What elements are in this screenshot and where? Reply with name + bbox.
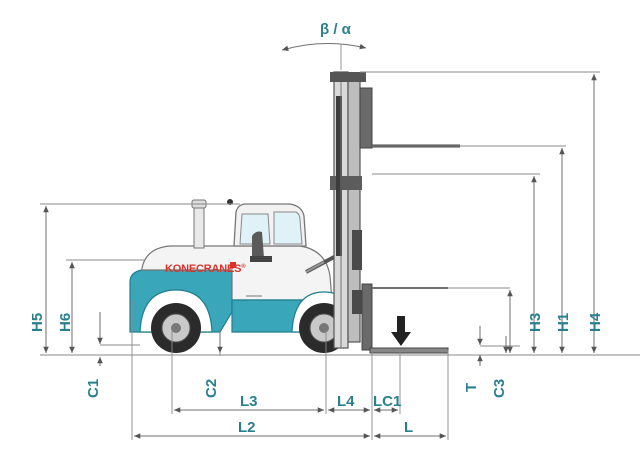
fork-carriage: [359, 87, 373, 149]
cab-window-front: [273, 211, 303, 245]
label-L3: L3: [240, 393, 258, 410]
extension-lines: [40, 71, 600, 440]
tilt-cylinder-rod: [305, 261, 325, 273]
label-H5: H5: [29, 313, 46, 332]
label-angle: β / α: [320, 21, 352, 38]
fork-shank: [361, 283, 373, 351]
label-T: T: [463, 383, 480, 392]
label-C1: C1: [85, 379, 102, 398]
label-H4: H4: [587, 312, 604, 332]
brand-mark: [230, 262, 236, 268]
forklift-illustration: KONECRANES®: [129, 71, 460, 354]
label-L: L: [404, 419, 413, 436]
label-H3: H3: [527, 313, 544, 332]
label-C3: C3: [491, 379, 508, 398]
exhaust-pipe: [193, 205, 205, 249]
fork-tine: [369, 347, 449, 354]
label-C2: C2: [203, 379, 220, 398]
label-LC1: LC1: [373, 393, 401, 410]
load-arrow-icon: [391, 316, 411, 346]
mast: [330, 71, 366, 349]
operator-seat: [252, 231, 264, 258]
brand-logo: KONECRANES®: [165, 263, 246, 275]
cab-beacon: [227, 199, 233, 205]
label-L2: L2: [238, 419, 256, 436]
dimension-lines: [43, 43, 597, 439]
rear-wheel: [151, 303, 201, 353]
dimension-labels: β / α H4 H1 H3 H5 H6 C1 C2 T C3 L3 L4 LC…: [29, 21, 604, 436]
label-H6: H6: [57, 313, 74, 332]
engine-hood: [141, 245, 333, 301]
seat-base: [250, 256, 272, 262]
label-L4: L4: [337, 393, 355, 410]
label-H1: H1: [555, 313, 572, 332]
